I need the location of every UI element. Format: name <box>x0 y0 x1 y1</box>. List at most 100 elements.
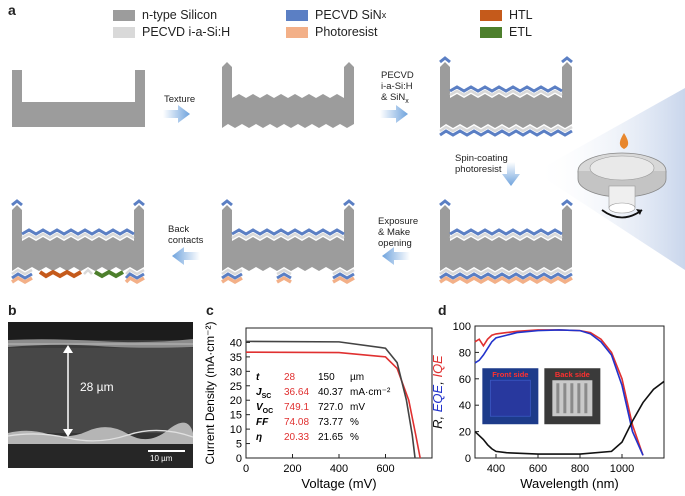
legend-htl: HTL <box>480 8 533 22</box>
y-tick-label: 0 <box>465 453 471 465</box>
series-line-1 <box>245 340 416 459</box>
wafer-plain <box>12 70 145 127</box>
legend-label: Photoresist <box>315 25 378 39</box>
series-line-0 <box>245 351 421 459</box>
x-axis-label: Voltage (mV) <box>301 476 376 491</box>
y-tick-label: 20 <box>459 427 471 439</box>
step-label-pecvd: PECVD i-a-Si:H & SiNx <box>381 70 414 107</box>
back-contact-stripe <box>584 383 588 414</box>
y-tick-label: 100 <box>453 321 471 333</box>
step-label-exposure: Exposure & Make opening <box>378 216 418 249</box>
y-tick-label: 25 <box>230 381 242 393</box>
legend-swatch <box>113 9 135 21</box>
table-param-sub: SC <box>262 393 272 400</box>
legend-etl: ETL <box>480 25 532 39</box>
wafer-contacts <box>11 199 145 285</box>
y-tick-label: 30 <box>230 366 242 378</box>
step-label-line: PECVD <box>381 70 414 81</box>
arrow-spin <box>502 162 520 186</box>
table-red-value: 28 <box>284 372 296 383</box>
step-label-line: & Make <box>378 227 411 238</box>
table-black-value: 21.65 <box>318 432 343 443</box>
table-black-value: 150 <box>318 372 335 383</box>
y-tick-label: 35 <box>230 352 242 364</box>
table-red-value: 74.08 <box>284 417 309 428</box>
legend-label: PECVD i-a-Si:H <box>142 25 231 39</box>
x-tick-label: 600 <box>529 463 547 475</box>
table-red-value: 20.33 <box>284 432 309 443</box>
table-unit: % <box>350 432 359 443</box>
legend-swatch <box>480 9 502 21</box>
spin-coater-illustration <box>535 88 685 270</box>
series-line-2 <box>474 380 665 455</box>
arrow-back <box>172 247 200 265</box>
back-contact-stripe <box>563 383 567 414</box>
y-tick-label: 20 <box>230 395 242 407</box>
x-tick-label: 400 <box>487 463 505 475</box>
table-black-value: 40.37 <box>318 387 343 398</box>
legend-aSi: PECVD i-a-Si:H <box>113 25 230 39</box>
back-contact-stripe <box>556 383 560 414</box>
wafer-textured <box>222 62 354 128</box>
step-label-line: photoresist <box>455 164 502 175</box>
sem-scale-label: 10 µm <box>150 454 173 463</box>
x-tick-label: 400 <box>330 463 348 475</box>
wafer-passivated <box>439 56 573 137</box>
series-line-1 <box>474 329 644 456</box>
step-label-line: Exposure <box>378 216 419 227</box>
sem-thickness-label: 28 µm <box>80 380 114 394</box>
legend-label: HTL <box>509 8 533 22</box>
front-side-cell <box>489 379 531 417</box>
table-red-value: 749.1 <box>284 402 309 413</box>
legend-photoresist: Photoresist <box>286 25 378 39</box>
back-contact-stripe <box>570 383 574 414</box>
y-tick-label: 60 <box>459 374 471 386</box>
step-label-line: Spin-coating <box>455 153 508 164</box>
panel-letter-a: a <box>8 2 16 18</box>
step-label-line: & SiNx <box>381 92 409 105</box>
step-label-line: Back <box>168 224 190 235</box>
sem-image <box>8 322 193 468</box>
process-schematic <box>11 56 685 285</box>
table-param: FF <box>256 417 269 428</box>
panel-letter-b: b <box>8 302 17 318</box>
table-unit: mV <box>350 402 365 413</box>
legend-label: PECVD SiN <box>315 8 382 22</box>
table-unit: mA·cm⁻² <box>350 387 391 398</box>
step-label-texture: Texture <box>164 94 196 105</box>
legend-silicon: n-type Silicon <box>113 8 217 22</box>
arrow-texture <box>163 105 190 123</box>
back-contact-stripe <box>577 383 581 414</box>
y-axis-label-part: , <box>430 378 445 385</box>
legend-label-sub: x <box>381 10 387 20</box>
y-axis-label-part: R, <box>430 412 445 429</box>
y-axis-label-part: IQE <box>430 355 445 378</box>
table-param-sub: OC <box>263 408 274 415</box>
table-red-value: 36.64 <box>284 387 309 398</box>
legend-swatch <box>286 26 308 38</box>
y-tick-label: 10 <box>230 424 242 436</box>
y-tick-label: 0 <box>236 453 242 465</box>
panel-letter-d: d <box>438 302 447 318</box>
x-tick-label: 200 <box>283 463 301 475</box>
y-axis-label: Current Density (mA·cm⁻²) <box>203 321 217 464</box>
table-unit: % <box>350 417 359 428</box>
y-tick-label: 15 <box>230 410 242 422</box>
legend-swatch <box>113 26 135 38</box>
y-tick-label: 5 <box>236 439 242 451</box>
y-axis-label-part: EQE <box>430 384 445 412</box>
table-param: VOC <box>256 402 273 415</box>
legend-label: n-type Silicon <box>142 8 218 22</box>
table-param: JSC <box>256 387 271 400</box>
wafer-openings <box>221 199 355 285</box>
legend-label: ETL <box>509 25 532 39</box>
y-tick-label: 80 <box>459 347 471 359</box>
y-tick-label: 40 <box>230 337 242 349</box>
step-label-back: Back contacts <box>168 224 203 246</box>
arrow-pecvd <box>380 105 408 123</box>
legend-swatch <box>286 9 308 21</box>
back-side-label: Back side <box>555 370 590 379</box>
